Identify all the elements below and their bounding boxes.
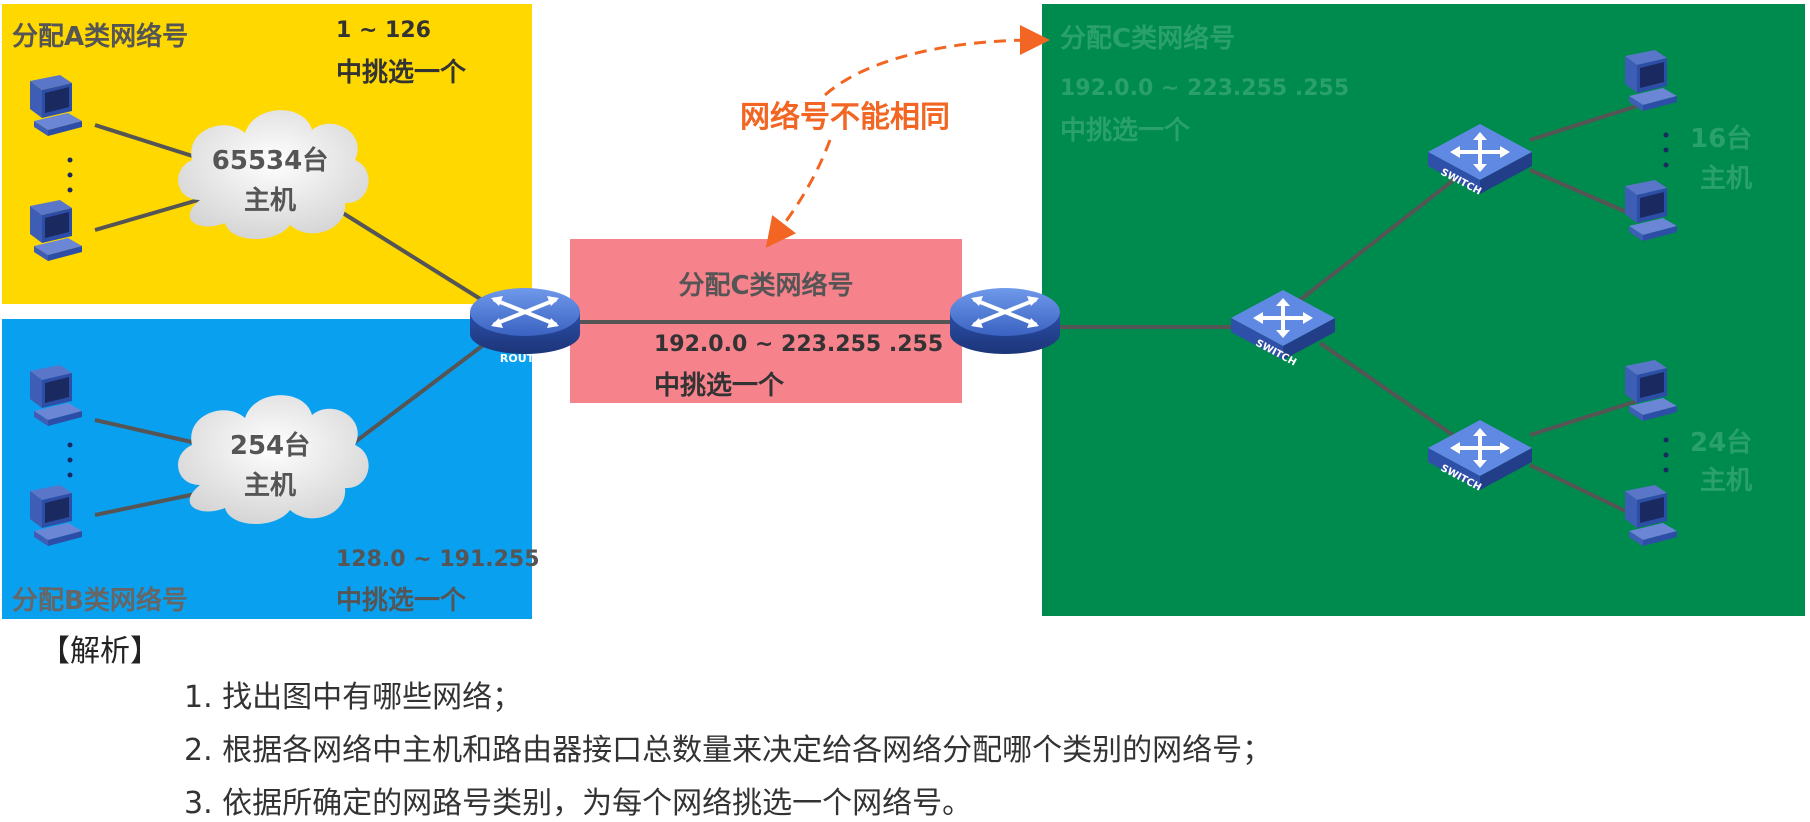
- computer-icon: [30, 365, 82, 426]
- analysis-step-1: 1. 找出图中有哪些网络；: [184, 680, 523, 715]
- analysis-title: 【解析】: [40, 634, 160, 669]
- router-icon: ROUTER: [468, 286, 582, 365]
- analysis-step-3: 3. 依据所确定的网路号类别，为每个网络挑选一个网络号。: [184, 786, 973, 821]
- annotation-arrow: [765, 139, 832, 248]
- network-c-range: 192.0.0 ~ 223.255 .255: [1060, 76, 1350, 101]
- annotation-label: 网络号不能相同: [740, 100, 950, 135]
- annotation-arrow: [824, 25, 1050, 97]
- network-a-title: 分配A类网络号: [12, 22, 189, 52]
- connection-lines: [94, 103, 1641, 520]
- network-a-range: 1 ~ 126: [336, 18, 431, 43]
- router-icon: ROUTER: [948, 286, 1062, 365]
- link-network-range: 192.0.0 ~ 223.255 .255: [654, 332, 944, 357]
- computer-icon: [30, 485, 82, 546]
- computer-icon: [1625, 360, 1677, 421]
- router-label: ROUTER: [980, 352, 1031, 365]
- computer-icon: [30, 200, 82, 261]
- switch-icon: SWITCH: [1229, 288, 1337, 369]
- cloud-a-hosts: 主机: [243, 186, 296, 216]
- network-c-top-count: 16台: [1690, 124, 1753, 154]
- network-c-pick: 中挑选一个: [1060, 116, 1191, 146]
- network-c-bottom-count: 24台: [1690, 428, 1753, 458]
- network-b-title: 分配B类网络号: [12, 586, 188, 616]
- ellipsis-dots: [67, 132, 1669, 478]
- cloud-b-hosts: 主机: [243, 471, 296, 501]
- network-b-range: 128.0 ~ 191.255: [336, 547, 540, 572]
- computer-icon: [1625, 180, 1677, 241]
- cloud-a-count: 65534台: [211, 146, 329, 176]
- network-b-pick: 中挑选一个: [336, 586, 467, 616]
- network-c-top-hosts: 主机: [1700, 164, 1753, 194]
- network-c-region: [1042, 4, 1805, 616]
- computer-icon: [30, 75, 82, 136]
- network-c-title: 分配C类网络号: [1060, 24, 1236, 54]
- computer-icon: [1625, 485, 1677, 546]
- router-label: ROUTER: [500, 352, 551, 365]
- link-network-pick: 中挑选一个: [654, 371, 785, 401]
- network-c-bottom-hosts: 主机: [1700, 466, 1753, 496]
- cloud-b-count: 254台: [229, 431, 311, 461]
- link-network-title: 分配C类网络号: [678, 271, 854, 301]
- network-a-pick: 中挑选一个: [336, 58, 467, 88]
- computer-icon: [1625, 50, 1677, 111]
- analysis-step-2: 2. 根据各网络中主机和路由器接口总数量来决定给各网络分配哪个类别的网络号；: [184, 733, 1273, 768]
